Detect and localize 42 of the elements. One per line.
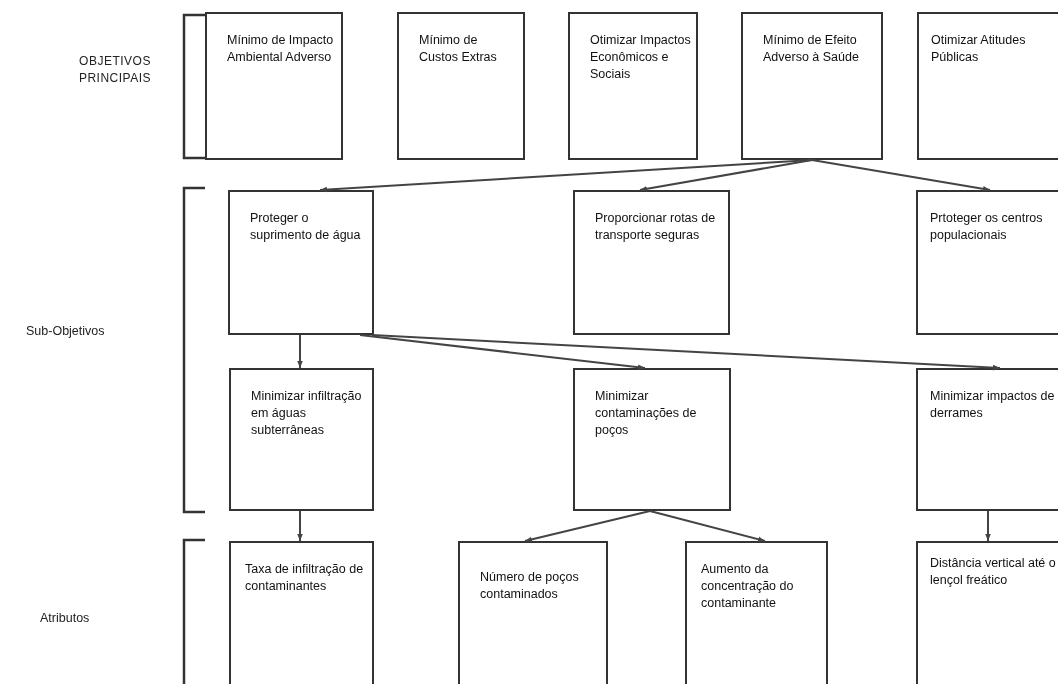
arrow (649, 510, 766, 542)
objective-box (228, 190, 374, 335)
box-text: Proteger o suprimento de água (250, 210, 362, 244)
objective-box (568, 12, 698, 160)
level-label: Atributos (40, 610, 91, 627)
arrow (639, 159, 813, 192)
objective-box (741, 12, 883, 160)
box-text: Aumento da concentração do contaminante (701, 561, 795, 612)
arrow (985, 510, 991, 542)
objective-box (573, 368, 731, 511)
box-text: Minimizar contaminações de poços (595, 388, 698, 439)
objective-box (916, 368, 1058, 511)
objective-box (229, 541, 374, 684)
objective-box (916, 541, 1058, 684)
box-text: Mínimo de Custos Extras (419, 32, 498, 66)
level-label: Sub-Objetivos (26, 323, 106, 340)
box-text: Otimizar Atitudes Públicas (931, 32, 1027, 66)
arrow (359, 334, 646, 370)
box-text: Prtoteger os centros populacionais (930, 210, 1044, 244)
arrow (371, 334, 1001, 371)
level-label: OBJETIVOS PRINCIPAIS (77, 53, 153, 87)
arrow (297, 510, 303, 542)
objective-box (916, 190, 1058, 335)
box-text: Mínimo de Efeito Adverso à Saúde (763, 32, 860, 66)
box-text: Distância vertical até o lençol freático (930, 555, 1057, 589)
box-text: Proporcionar rotas de transporte seguras (595, 210, 717, 244)
arrow (524, 510, 651, 543)
box-text: Mínimo de Impacto Ambiental Adverso (227, 32, 335, 66)
objective-box (917, 12, 1058, 160)
arrow (811, 159, 991, 192)
objective-box (573, 190, 730, 335)
box-text: Otimizar Impactos Econômicos e Sociais (590, 32, 692, 83)
objective-box (458, 541, 608, 684)
objective-box (229, 368, 374, 511)
objective-box (205, 12, 343, 160)
box-text: Taxa de infiltração de contaminantes (245, 561, 365, 595)
arrow (297, 334, 303, 369)
box-text: Minimizar impactos de derrames (930, 388, 1056, 422)
box-text: Minimizar infiltração em águas subterrâneas (251, 388, 363, 439)
objective-box (397, 12, 525, 160)
objective-box (685, 541, 828, 684)
box-text: Número de poços contaminados (480, 569, 580, 603)
